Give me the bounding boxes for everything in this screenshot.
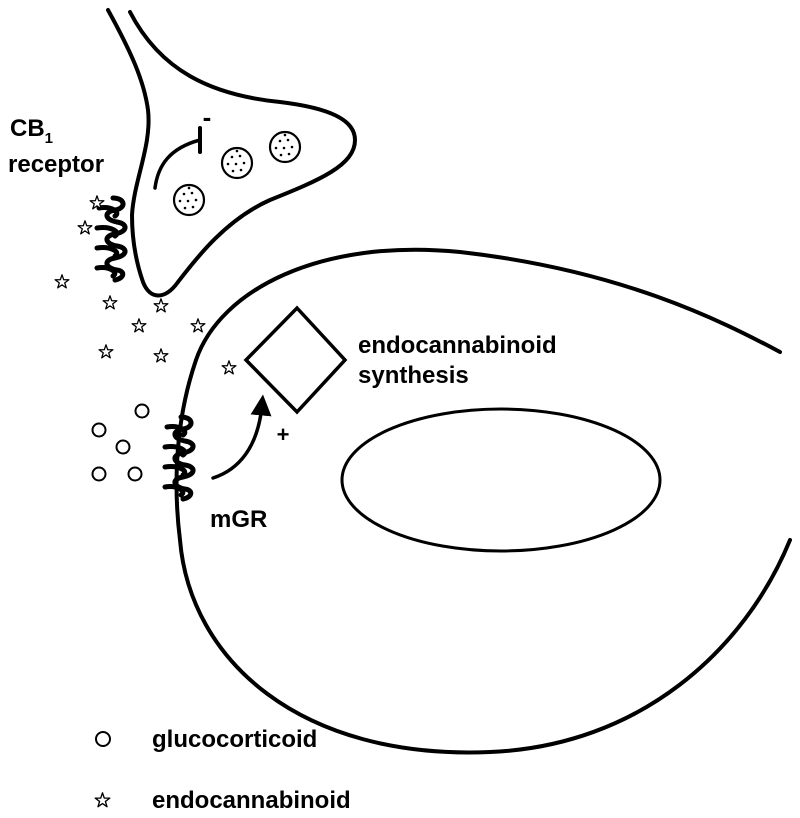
endocannabinoid-star-icon <box>102 295 118 310</box>
vesicle <box>172 183 206 217</box>
synthesis-label: endocannabinoid synthesis <box>358 332 563 389</box>
glucocorticoid-circle-icon <box>115 439 131 455</box>
endocannabinoid-star-icon <box>153 348 169 363</box>
cb1-receptor-icon <box>97 198 125 280</box>
glucocorticoid-circle-icon <box>91 422 107 438</box>
vesicle <box>220 146 254 180</box>
inhibition-line <box>153 138 202 190</box>
glucocorticoid-molecules <box>91 403 150 482</box>
endocannabinoid-star-icon <box>190 318 206 333</box>
glucocorticoid-circle-icon <box>127 466 143 482</box>
glucocorticoid-circle-icon <box>134 403 150 419</box>
glucocorticoid-circle-icon <box>91 466 107 482</box>
endocannabinoid-star-icon <box>54 274 70 289</box>
endocannabinoid-star-icon <box>131 318 147 333</box>
nucleus <box>340 407 662 553</box>
legend-glucocorticoid-label: glucocorticoid <box>152 726 317 753</box>
synaptic-vesicles <box>172 130 302 217</box>
endocannabinoid-star-icon <box>221 360 237 375</box>
cb1-receptor-label: CB1 receptor <box>8 115 104 178</box>
mgr-label: mGR <box>210 506 267 533</box>
endocannabinoid-star-icon <box>77 220 93 235</box>
endocannabinoid-star-icon <box>98 344 114 359</box>
endocannabinoid-star-icon <box>153 298 169 313</box>
vesicle <box>268 130 302 164</box>
activation-sign: + <box>277 422 290 447</box>
inhibition-sign: - <box>203 102 212 132</box>
legend: glucocorticoid endocannabinoid <box>94 726 351 814</box>
postsynaptic-cell <box>174 247 792 755</box>
legend-circle-icon <box>95 731 111 747</box>
legend-star-icon <box>94 792 111 808</box>
legend-endocannabinoid-label: endocannabinoid <box>152 787 351 814</box>
presynaptic-terminal <box>106 8 357 298</box>
synthesis-enzyme <box>243 305 348 415</box>
activation-arrow <box>211 394 272 480</box>
